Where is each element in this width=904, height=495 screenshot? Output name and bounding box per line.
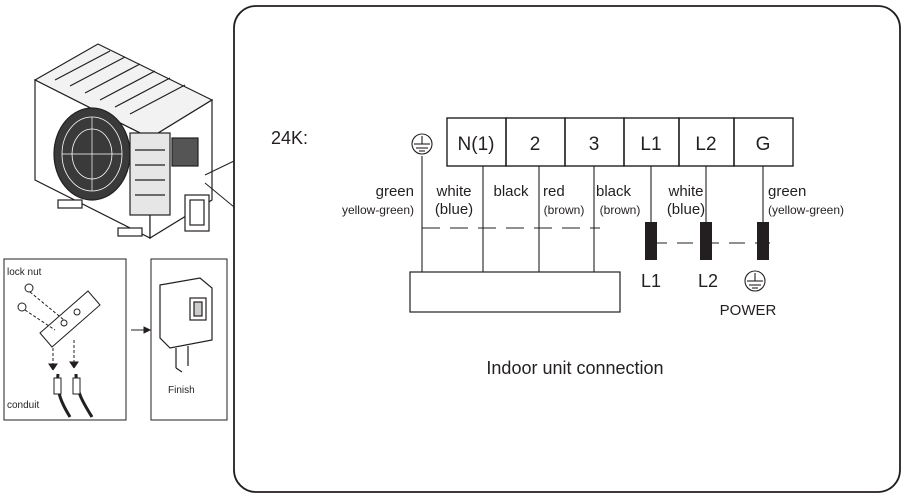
ground-plug	[757, 222, 769, 260]
model-label: 24K:	[271, 128, 308, 148]
main-panel	[233, 5, 901, 493]
callout-lines	[204, 160, 235, 208]
lock-nut-label: lock nut	[7, 267, 42, 278]
wire-color-labels: green yellow-green) white (blue) black r…	[342, 183, 844, 218]
wire-color-top: green	[376, 183, 414, 200]
finish-label: Finish	[168, 385, 195, 396]
outdoor-unit-illustration	[33, 43, 214, 240]
conduit-panel	[3, 258, 127, 421]
l2-plug	[700, 222, 712, 260]
wire-color-bottom: (yellow-green)	[768, 203, 844, 217]
wire-color-bottom: (blue)	[667, 201, 705, 218]
ground-symbol-icon	[411, 133, 433, 155]
power-l1-label: L1	[641, 271, 661, 291]
l1-plug	[645, 222, 657, 260]
conduit-bracket-drawing	[17, 283, 101, 418]
finish-arrow	[131, 326, 152, 334]
terminal-label: G	[756, 134, 771, 155]
wire-color-top: black	[493, 183, 529, 200]
terminal-label: L1	[640, 134, 661, 155]
wire-color-top: black	[596, 183, 632, 200]
wire-color-top: white	[435, 183, 471, 200]
terminal-label: L2	[695, 134, 716, 155]
indoor-wires	[421, 156, 600, 272]
wire-color-bottom: (brown)	[600, 203, 641, 217]
finish-panel	[150, 258, 228, 421]
terminal-label: N(1)	[458, 134, 495, 155]
diagram-caption: Indoor unit connection	[486, 358, 663, 378]
indoor-unit-terminal-box	[409, 271, 621, 313]
wire-color-top: red	[543, 183, 565, 200]
terminal-block: N(1) 2 3 L1 L2 G	[446, 117, 794, 167]
wire-color-bottom: (blue)	[435, 201, 473, 218]
power-plugs	[645, 222, 769, 260]
terminal-label: 3	[589, 134, 600, 155]
power-ground-icon	[744, 270, 766, 292]
terminal-label: 2	[530, 134, 541, 155]
wire-color-top: white	[667, 183, 703, 200]
power-l2-label: L2	[698, 271, 718, 291]
wire-color-bottom: yellow-green)	[342, 203, 414, 217]
finish-drawing	[159, 277, 213, 373]
conduit-label: conduit	[7, 400, 39, 411]
wire-color-bottom: (brown)	[544, 203, 585, 217]
power-label: POWER	[720, 302, 777, 319]
wire-color-top: green	[768, 183, 806, 200]
